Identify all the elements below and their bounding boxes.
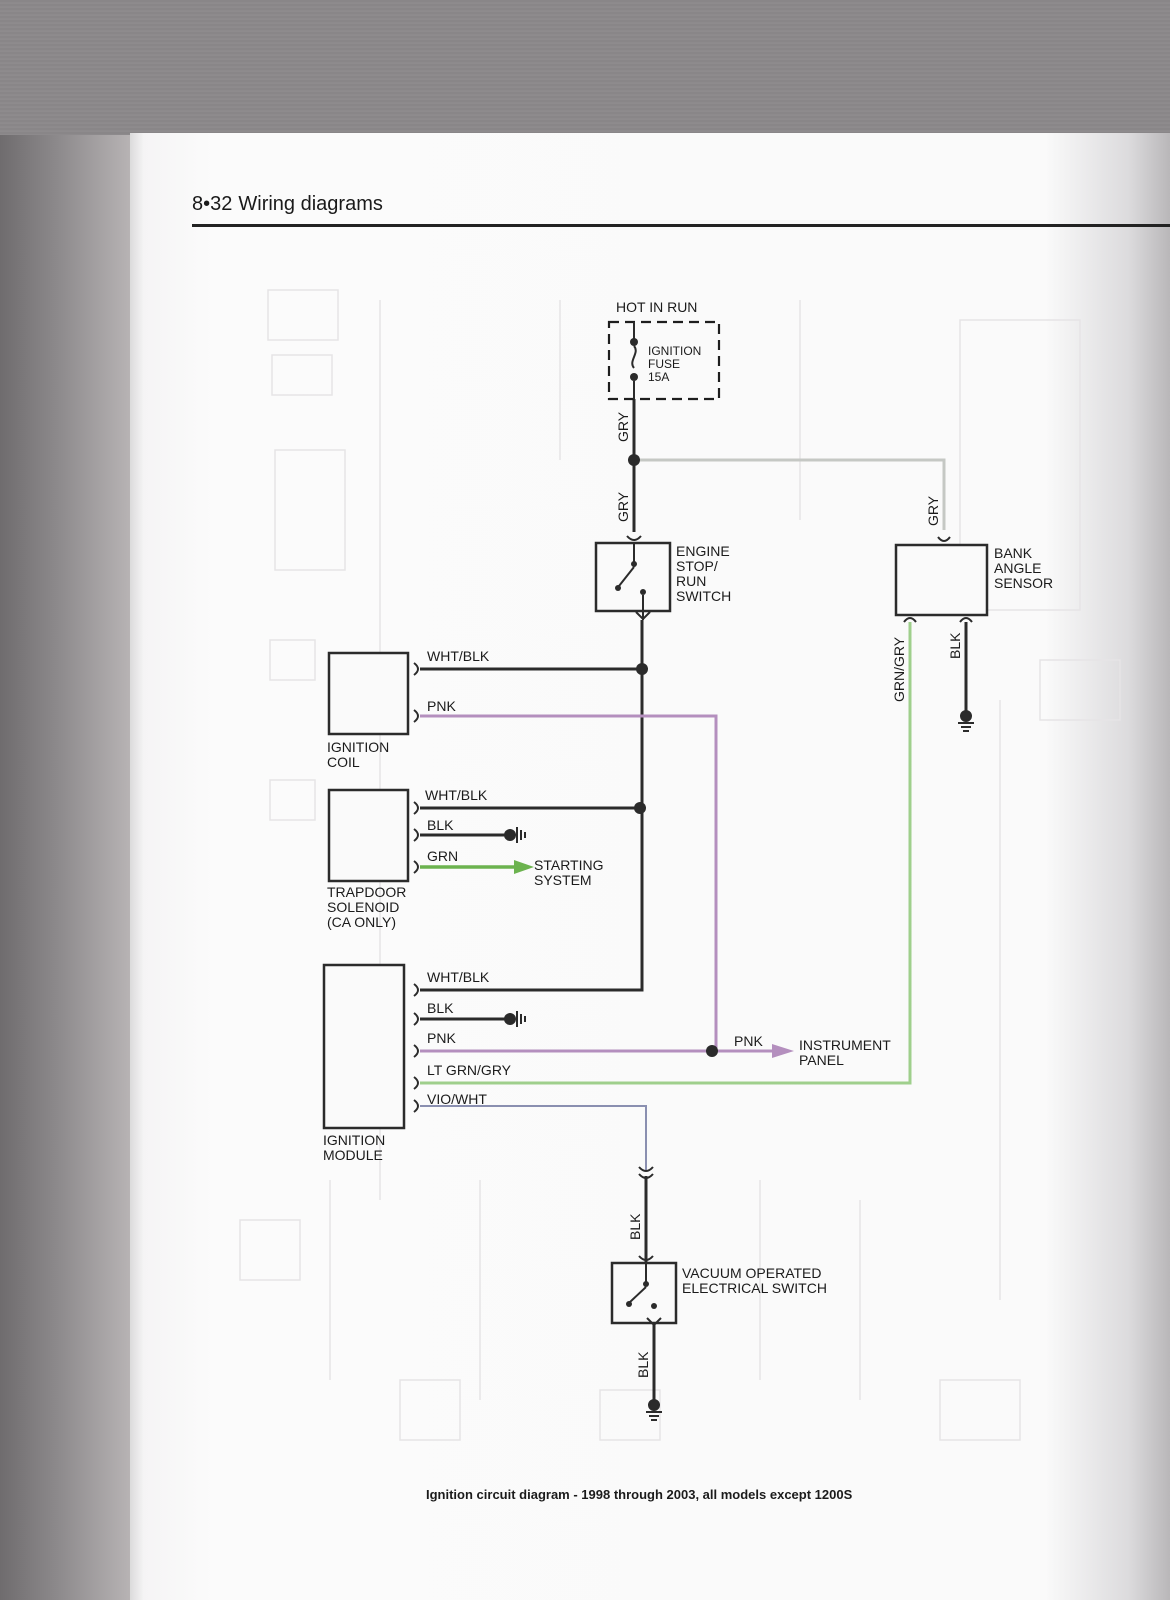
junction-dot (628, 454, 640, 466)
wire-label-blk: BLK (947, 632, 963, 659)
svg-text:MODULE: MODULE (323, 1147, 383, 1163)
svg-text:ENGINE: ENGINE (676, 543, 730, 559)
ignition-fuse (607, 320, 721, 401)
svg-text:(CA ONLY): (CA ONLY) (327, 914, 396, 930)
bank-angle-sensor (894, 536, 989, 623)
svg-text:STARTING: STARTING (534, 857, 604, 873)
wire-label-pnk: PNK (427, 1030, 456, 1046)
wire-label-grn-gry: GRN/GRY (891, 636, 907, 702)
svg-text:RUN: RUN (676, 573, 706, 589)
ignition-coil-label: IGNITION COIL (327, 739, 389, 770)
instrument-panel-label: INSTRUMENT PANEL (799, 1037, 891, 1068)
page-number: 8•32 (192, 193, 233, 215)
bank-angle-sensor-label: BANK ANGLE SENSOR (994, 545, 1053, 591)
svg-text:PANEL: PANEL (799, 1052, 844, 1068)
arrow-to-starting-system (514, 860, 534, 874)
svg-text:TRAPDOOR: TRAPDOOR (327, 884, 406, 900)
wire-label-wht-blk: WHT/BLK (425, 787, 488, 803)
ground-symbol (504, 827, 526, 843)
svg-text:BANK: BANK (994, 545, 1033, 561)
svg-text:IGNITION: IGNITION (327, 739, 389, 755)
wire-gry-to-bank-angle-sensor (634, 458, 946, 530)
svg-text:COIL: COIL (327, 754, 360, 770)
trapdoor-solenoid-label: TRAPDOOR SOLENOID (CA ONLY) (327, 884, 406, 930)
bleed-through-ghost (239, 289, 1121, 1441)
svg-text:IGNITION: IGNITION (648, 344, 701, 358)
wire-label-blk: BLK (627, 1213, 643, 1240)
svg-text:STOP/: STOP/ (676, 558, 718, 574)
svg-text:IGNITION: IGNITION (323, 1132, 385, 1148)
engine-stop-run-switch-label: ENGINE STOP/ RUN SWITCH (676, 543, 731, 604)
wire-label-blk: BLK (635, 1351, 651, 1378)
wire-label-vio-wht: VIO/WHT (427, 1091, 487, 1107)
wire-lt-grn-gry (420, 622, 912, 1085)
svg-text:15A: 15A (648, 370, 669, 384)
ignition-module (322, 963, 419, 1130)
ignition-module-label: IGNITION MODULE (323, 1132, 385, 1163)
wire-vio-wht (420, 1105, 647, 1170)
ignition-fuse-label: IGNITION FUSE 15A (648, 344, 701, 384)
background-left-band (0, 135, 130, 1600)
wire-wht-blk-bus (420, 620, 644, 992)
svg-text:FUSE: FUSE (648, 357, 680, 371)
starting-system-label: STARTING SYSTEM (534, 857, 604, 888)
wire-label-wht-blk: WHT/BLK (427, 969, 490, 985)
wire-label-pnk: PNK (734, 1033, 763, 1049)
svg-text:ANGLE: ANGLE (994, 560, 1041, 576)
trapdoor-solenoid (327, 788, 419, 883)
vacuum-line-connector (638, 1166, 654, 1179)
wire-label-wht-blk: WHT/BLK (427, 648, 490, 664)
svg-text:ELECTRICAL SWITCH: ELECTRICAL SWITCH (682, 1280, 827, 1296)
ground-symbol (646, 1399, 662, 1421)
arrow-to-instrument-panel (772, 1044, 794, 1058)
background-top-band (0, 0, 1170, 135)
svg-text:VACUUM OPERATED: VACUUM OPERATED (682, 1265, 822, 1281)
ignition-coil (327, 651, 419, 736)
junction-dot (636, 663, 648, 675)
wire-label-pnk: PNK (427, 698, 456, 714)
ground-symbol (504, 1011, 526, 1027)
svg-text:INSTRUMENT: INSTRUMENT (799, 1037, 891, 1053)
vacuum-switch-label: VACUUM OPERATED ELECTRICAL SWITCH (682, 1265, 827, 1296)
svg-text:SYSTEM: SYSTEM (534, 872, 592, 888)
svg-text:SWITCH: SWITCH (676, 588, 731, 604)
svg-text:SENSOR: SENSOR (994, 575, 1053, 591)
ground-symbol (958, 710, 974, 732)
spine-shadow (130, 133, 144, 1600)
wire-coil-pnk (420, 714, 718, 1051)
diagram-caption: Ignition circuit diagram - 1998 through … (426, 1487, 853, 1502)
wire-label-blk: BLK (427, 1000, 454, 1016)
wire-label-gry: GRY (615, 411, 631, 442)
wire-label-grn: GRN (427, 848, 458, 864)
wire-label-gry: GRY (615, 491, 631, 522)
wire-label-gry: GRY (925, 495, 941, 526)
section-title: Wiring diagrams (238, 193, 383, 215)
header-rule (192, 224, 1170, 227)
wire-label-blk: BLK (427, 817, 454, 833)
wire-label-lt-grn-gry: LT GRN/GRY (427, 1062, 512, 1078)
engine-stop-run-switch (594, 535, 672, 621)
junction-dot (634, 802, 646, 814)
junction-dot (706, 1045, 718, 1057)
svg-text:SOLENOID: SOLENOID (327, 899, 399, 915)
vacuum-operated-switch (610, 1255, 678, 1327)
hot-in-run-label: HOT IN RUN (616, 299, 697, 315)
